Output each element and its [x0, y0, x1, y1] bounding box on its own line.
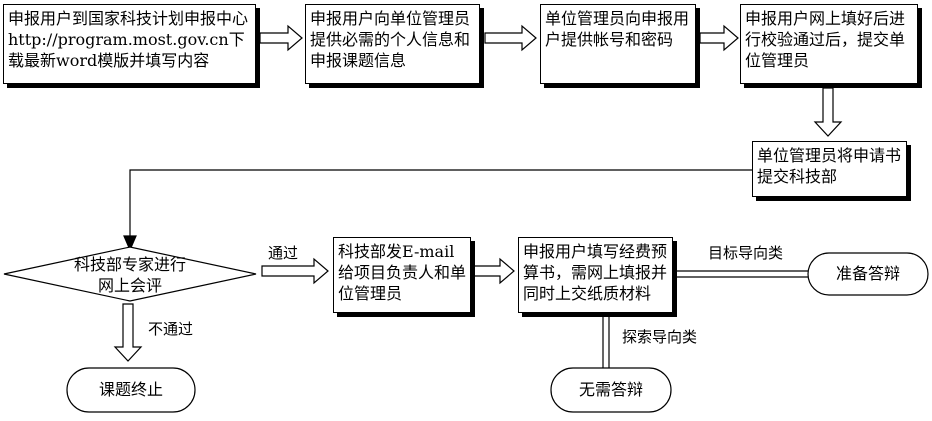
- block-arrow-3: [699, 24, 739, 52]
- box-submit-online: 申报用户网上填好后进行校验通过后，提交单位管理员: [740, 4, 918, 84]
- edge-label-pass: 通过: [268, 244, 299, 262]
- edge-label-fail: 不通过: [148, 320, 194, 338]
- decision-text-line2: 网上会评: [97, 276, 162, 295]
- block-arrow-1: [259, 24, 303, 52]
- block-arrow-2: [484, 24, 537, 52]
- box-provide-info-text: 申报用户向单位管理员提供必需的个人信息和申报课题信息: [310, 9, 471, 70]
- box-email-notify: 科技部发E-mail给项目负责人和单位管理员: [333, 237, 471, 313]
- edge-label-exploratory: 探索导向类: [622, 328, 698, 346]
- review-decision-diamond: [3, 246, 257, 302]
- terminate-text: 课题终止: [98, 380, 163, 399]
- block-arrow-down-fail: [113, 303, 143, 362]
- box-submit-online-text: 申报用户网上填好后进行校验通过后，提交单位管理员: [745, 9, 906, 70]
- no-defense-text: 无需答辩: [578, 380, 643, 399]
- edge-label-goal-oriented: 目标导向类: [708, 244, 784, 262]
- box-budget: 申报用户填写经费预算书，需网上填报并同时上交纸质材料: [518, 237, 673, 313]
- box-submit-ministry-text: 单位管理员将申请书提交科技部: [757, 146, 902, 186]
- block-arrow-pass: [261, 257, 329, 285]
- terminate-oval: [66, 367, 196, 413]
- box-email-notify-text: 科技部发E-mail给项目负责人和单位管理员: [338, 242, 467, 303]
- box-submit-ministry: 单位管理员将申请书提交科技部: [752, 141, 907, 197]
- connector-line-ministry-to-review: [129, 169, 752, 242]
- decision-text-line1: 科技部专家进行: [73, 255, 186, 274]
- no-defense-oval: [550, 367, 672, 413]
- box-download-template-text: 申报用户到国家科技计划申报中心http://program.most.gov.c…: [8, 9, 249, 70]
- arrowhead-review: [123, 235, 137, 252]
- block-arrow-down-submit: [813, 87, 843, 137]
- box-issue-account-text: 单位管理员向申报用户提供帐号和密码: [545, 9, 690, 49]
- block-arrow-email-to-budget: [471, 257, 515, 285]
- box-issue-account: 单位管理员向申报用户提供帐号和密码: [540, 4, 696, 84]
- defense-oval: [807, 252, 929, 296]
- box-download-template: 申报用户到国家科技计划申报中心http://program.most.gov.c…: [3, 4, 256, 84]
- box-budget-text: 申报用户填写经费预算书，需网上填报并同时上交纸质材料: [523, 242, 668, 303]
- box-provide-info: 申报用户向单位管理员提供必需的个人信息和申报课题信息: [305, 4, 480, 84]
- defense-text: 准备答辩: [835, 264, 900, 283]
